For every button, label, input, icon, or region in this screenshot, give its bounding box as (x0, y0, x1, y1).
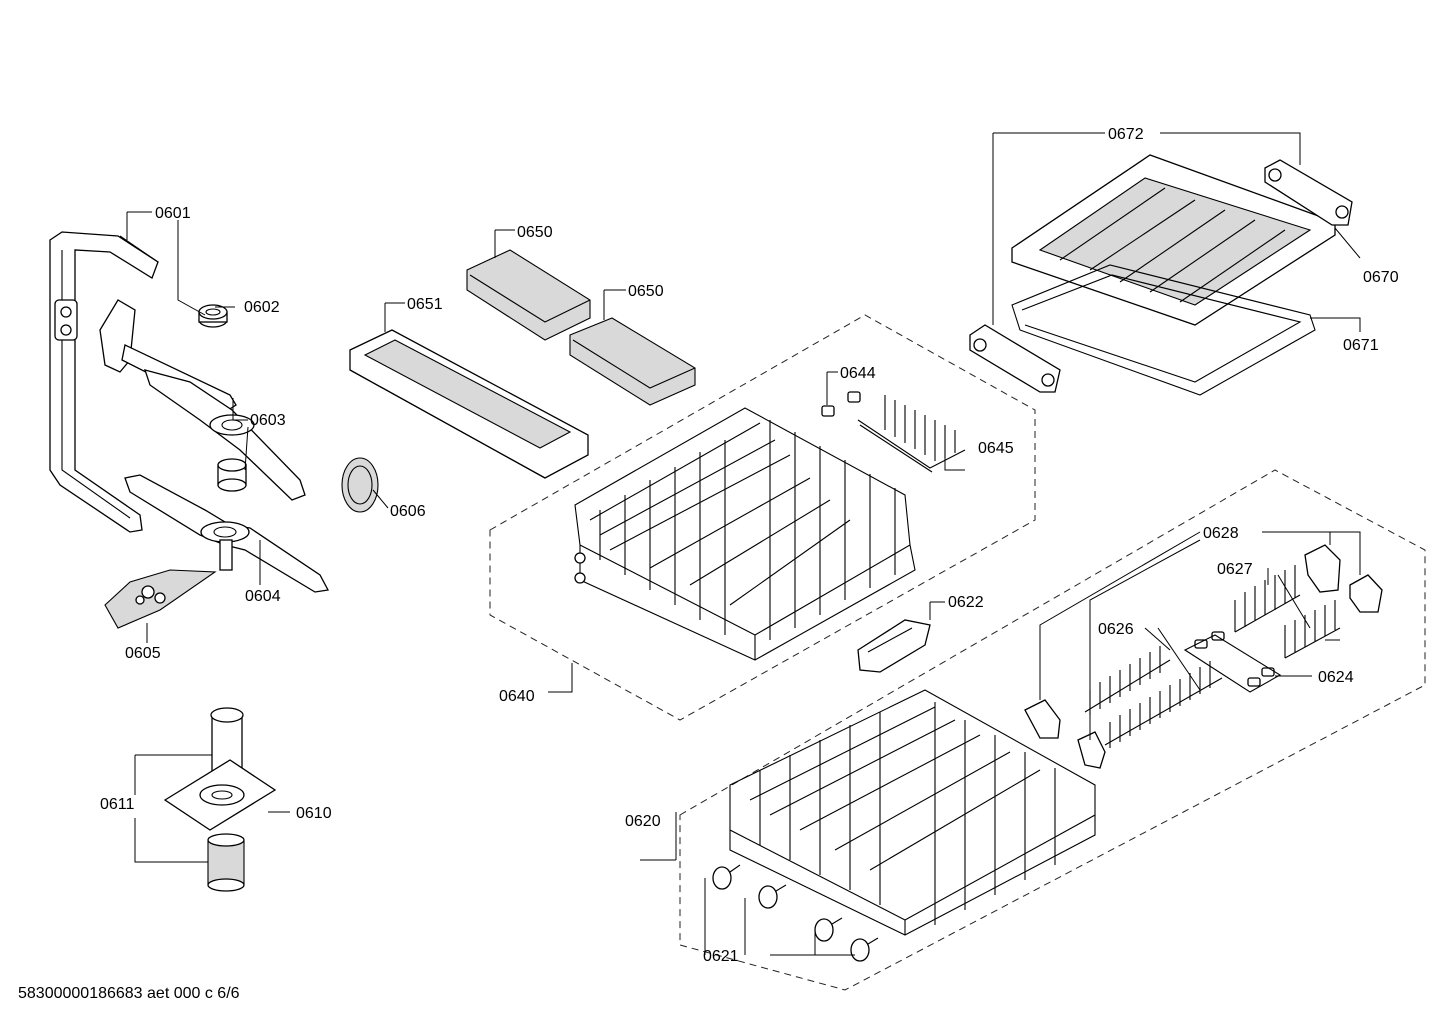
label-0628: 0628 (1203, 525, 1239, 542)
label-0621: 0621 (703, 948, 739, 965)
part-labels: 0601 0602 0603 0604 0605 0606 0610 0611 … (100, 126, 1399, 965)
label-0650-a: 0650 (517, 224, 553, 241)
label-0645: 0645 (978, 440, 1014, 457)
leader-lines (126, 132, 1361, 956)
label-0650-b: 0650 (628, 283, 664, 300)
label-0670: 0670 (1363, 269, 1399, 286)
label-0624: 0624 (1318, 669, 1354, 686)
label-0602: 0602 (244, 299, 280, 316)
label-0640: 0640 (499, 688, 535, 705)
part-0601-supply-pipe (49, 231, 159, 533)
label-0620: 0620 (625, 813, 661, 830)
part-0604-lower-spray-arm (124, 474, 330, 593)
label-0605: 0605 (125, 645, 161, 662)
lower-basket-group-outline (679, 469, 1426, 991)
part-0605-filter-plate (104, 569, 217, 629)
part-0602-nut (198, 304, 228, 328)
part-0644-clips (821, 391, 861, 417)
label-0644: 0644 (840, 365, 876, 382)
part-0640-upper-basket (574, 407, 916, 661)
part-0645-tine-row (857, 395, 966, 473)
label-0622: 0622 (948, 594, 984, 611)
upper-basket-group-outline (489, 314, 1036, 721)
label-0610: 0610 (296, 805, 332, 822)
document-footer-code: 58300000186683 aet 000 c 6/6 (18, 985, 240, 1002)
part-0603-upper-spray-arm (99, 299, 306, 501)
part-0650-rack-insert-b (569, 317, 696, 406)
label-0651: 0651 (407, 296, 443, 313)
part-0610-filter-base (163, 707, 277, 831)
part-0624-small-parts (1183, 631, 1282, 693)
label-0626: 0626 (1098, 621, 1134, 638)
label-0672: 0672 (1108, 126, 1144, 143)
part-0626-tine-rows (1084, 646, 1223, 748)
label-0603: 0603 (250, 412, 286, 429)
label-0606: 0606 (390, 503, 426, 520)
label-0611: 0611 (100, 796, 135, 813)
part-0621-wheels (712, 864, 879, 962)
part-0624-hinge-clips (1024, 699, 1106, 769)
part-0620-lower-basket (729, 689, 1096, 936)
part-0671-frame (1011, 264, 1316, 396)
part-0622-handle (857, 619, 931, 673)
label-0627: 0627 (1217, 561, 1253, 578)
label-0604: 0604 (245, 588, 281, 605)
label-0671: 0671 (1343, 337, 1379, 354)
part-0650-rack-insert-a (466, 249, 591, 341)
part-0651-cutlery-shelf (349, 329, 589, 479)
part-0611-micro-filter (207, 833, 245, 892)
part-0672-end-cap-left (969, 324, 1061, 393)
part-0672-end-cap-right (1264, 159, 1353, 226)
label-0601: 0601 (155, 205, 191, 222)
part-0606-valve-disc (341, 457, 379, 513)
part-0628-clips (1304, 544, 1383, 613)
